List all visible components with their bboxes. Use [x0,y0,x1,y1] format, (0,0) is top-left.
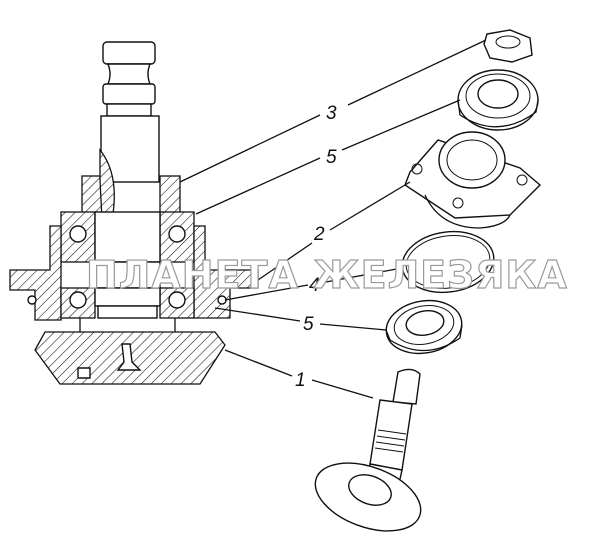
nut-part [483,29,533,63]
callout-5-lower: 5 [303,314,314,335]
lower-bearing-part [385,299,463,355]
bearing-housing-part [404,131,542,229]
watermark: ПЛАНЕТА ЖЕЛЕЗЯКА [86,253,568,297]
callout-1: 1 [295,370,306,391]
callout-2: 2 [313,224,325,245]
callout-3: 3 [326,103,337,124]
o-ring-part [401,230,495,294]
drive-gear-shaft-part [314,368,422,532]
assembly-cross-section [9,41,259,385]
upper-bearing-part [457,69,539,131]
leader-lines [179,39,487,399]
callout-5-upper: 5 [326,147,337,168]
callout-4: 4 [309,275,320,296]
